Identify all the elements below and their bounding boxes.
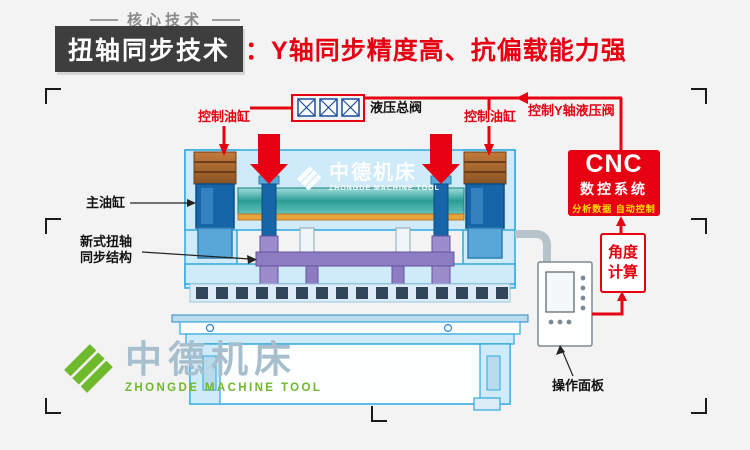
corner-mark: [691, 218, 707, 234]
machine-watermark: 中德机床 ZHONGDE MACHINE TOOL: [296, 163, 440, 192]
panel-support-arm: [515, 230, 551, 262]
sync-cross-beam: [237, 187, 465, 221]
ram-lower-edge: [184, 263, 516, 285]
label-torsion-line2: 同步结构: [79, 250, 132, 266]
cnc-system-box: CNC 数控系统 分析数据 自动控制: [568, 150, 660, 216]
brand-name-en: ZHONGDE MACHINE TOOL: [125, 382, 323, 394]
angle-calc-line2: 计算: [607, 264, 638, 281]
torsion-shaft-structure: [255, 235, 455, 285]
label-control-cylinder-left: 控制油缸: [198, 109, 251, 124]
page-title: 扭轴同步技术 ：Y轴同步精度高、抗偏载能力强: [55, 26, 627, 72]
watermark-name: 中德机床: [329, 162, 417, 184]
tool-clamp-strip: [189, 283, 511, 303]
cnc-caption: 分析数据 自动控制: [572, 203, 656, 214]
label-torsion-line1: 新式扭轴: [79, 234, 132, 249]
header-tag-text: 核心技术: [127, 12, 204, 29]
watermark-name-en: ZHONGDE MACHINE TOOL: [329, 185, 440, 192]
flow-arrowheads: [219, 92, 627, 301]
brand-name: 中德机床: [125, 339, 297, 380]
flow-lines: [222, 96, 624, 316]
corner-mark: [45, 398, 61, 414]
diamond-logo-icon: [297, 165, 322, 190]
label-operation-panel: 操作面板: [552, 378, 605, 393]
cnc-subtitle: 数控系统: [580, 180, 648, 197]
main-cylinder-left: [193, 151, 237, 259]
brand-logo: 中德机床 ZHONGDE MACHINE TOOL: [62, 341, 322, 394]
tag-line-right: [212, 18, 241, 21]
angle-calc-box: 角度 计算: [600, 233, 646, 293]
corner-mark: [45, 88, 61, 104]
label-hydraulic-main-valve: 液压总阀: [370, 100, 423, 115]
hydraulic-valve-icon: [291, 94, 365, 122]
control-cylinder-rod-left: [258, 175, 280, 237]
operation-panel: [537, 261, 593, 347]
label-control-y-valve: 控制Y轴液压阀: [528, 103, 615, 118]
tag-line-left: [90, 18, 118, 21]
label-torsion-structure: 新式扭轴 同步结构: [72, 234, 140, 267]
callout-arrowheads: [187, 199, 565, 355]
corner-mark: [691, 88, 707, 104]
corner-mark: [45, 218, 61, 234]
main-cylinder-right: [463, 151, 507, 259]
label-control-cylinder-right: 控制油缸: [464, 109, 517, 124]
guide-brackets: [299, 227, 411, 253]
diamond-logo-icon: [64, 343, 113, 393]
title-subtitle: ：Y轴同步精度高、抗偏载能力强: [245, 37, 627, 65]
title-box: 扭轴同步技术: [55, 26, 244, 72]
angle-calc-line1: 角度: [607, 243, 638, 261]
header-tag: 核心技术: [90, 9, 241, 30]
corner-mark: [371, 406, 387, 422]
cnc-title: CNC: [585, 149, 643, 178]
corner-mark: [691, 398, 707, 414]
label-main-cylinder: 主油缸: [86, 195, 126, 210]
